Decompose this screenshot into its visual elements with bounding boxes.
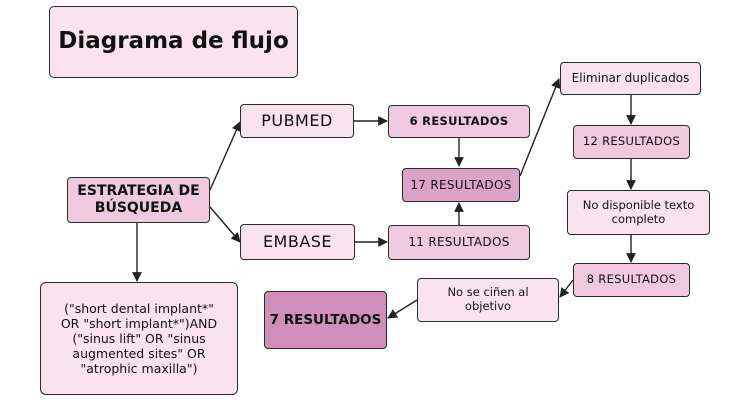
after-duplicates-results-box: 12 RESULTADOS <box>573 125 690 159</box>
no-full-text-line-2: completo <box>611 211 666 226</box>
after-full-text-results-label: 8 RESULTADOS <box>586 272 677 287</box>
search-query-line-5: "atrophic maxilla") <box>80 361 198 376</box>
embase-box: EMBASE <box>240 224 355 260</box>
arrow-strategy-to-embase <box>209 206 241 243</box>
no-full-text-line-1: No disponible texto <box>582 197 695 212</box>
total-results-box: 17 RESULTADOS <box>402 168 520 202</box>
pubmed-results-box: 6 RESULTADOS <box>388 105 530 138</box>
after-full-text-results-box: 8 RESULTADOS <box>573 263 690 297</box>
embase-label: EMBASE <box>262 232 333 252</box>
arrow-not-objective-to-final <box>387 299 418 319</box>
search-strategy-line-2: BÚSQUEDA <box>94 200 183 216</box>
embase-results-box: 11 RESULTADOS <box>388 225 530 260</box>
search-query-line-3: ("sinus lift" OR "sinus <box>72 331 206 346</box>
search-query-line-1: ("short dental implant*" <box>64 301 214 316</box>
pubmed-results-label: 6 RESULTADOS <box>409 113 509 128</box>
remove-duplicates-label: Eliminar duplicados <box>571 71 690 86</box>
search-query-line-4: augmented sites" OR <box>72 346 206 361</box>
search-query-box: ("short dental implant*" OR "short impla… <box>40 282 238 395</box>
not-objective-box: No se ciñen al objetivo <box>417 278 559 322</box>
pubmed-box: PUBMED <box>240 104 354 138</box>
pubmed-label: PUBMED <box>261 111 333 131</box>
not-objective-line-2: objetivo <box>464 299 512 313</box>
not-objective-line-1: No se ciñen al <box>447 285 529 300</box>
total-results-label: 17 RESULTADOS <box>410 177 512 192</box>
after-duplicates-results-label: 12 RESULTADOS <box>582 134 681 149</box>
search-query-line-2: OR "short implant*")AND <box>60 316 218 331</box>
arrow-results-to-not-objective <box>559 279 574 298</box>
diagram-title-text: Diagrama de flujo <box>58 28 289 55</box>
diagram-title: Diagrama de flujo <box>49 6 298 78</box>
arrow-strategy-to-pubmed <box>209 121 241 191</box>
search-strategy-box: ESTRATEGIA DE BÚSQUEDA <box>67 177 210 223</box>
embase-results-label: 11 RESULTADOS <box>408 235 510 250</box>
remove-duplicates-box: Eliminar duplicados <box>560 62 701 95</box>
arrow-total-to-duplicates <box>519 78 561 177</box>
search-strategy-line-1: ESTRATEGIA DE <box>77 183 200 200</box>
final-results-box: 7 RESULTADOS <box>264 291 387 349</box>
final-results-label: 7 RESULTADOS <box>269 311 382 328</box>
no-full-text-box: No disponible texto completo <box>567 190 710 235</box>
